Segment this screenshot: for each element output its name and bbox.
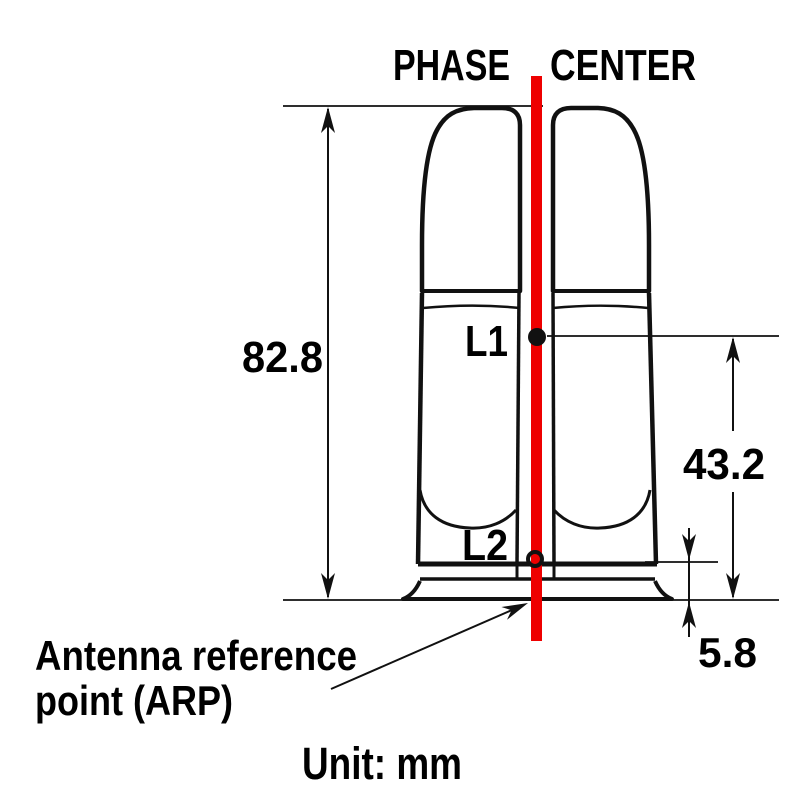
radome-right-arch: [550, 105, 652, 294]
arrow-down-icon: [682, 534, 696, 560]
dim-total-height: [321, 107, 335, 599]
unit-label: Unit: mm: [302, 738, 462, 789]
dim-l2-height: [682, 528, 696, 637]
arrow-up-icon: [726, 337, 740, 363]
arrow-up-icon: [682, 602, 696, 628]
arp-leader-line: [330, 609, 513, 690]
right-element-bottom-curve: [552, 489, 652, 530]
l2-label: L2: [462, 521, 508, 570]
antenna-outline: [401, 105, 674, 601]
arrow-down-icon: [726, 573, 740, 599]
phase-center-axis-line: [531, 76, 542, 641]
center-channel-left-edge: [515, 292, 521, 565]
l1-label: L1: [465, 317, 508, 366]
body-left-edge: [415, 292, 425, 565]
arrow-right-up-icon: [501, 603, 528, 620]
l2-phase-center-point: [526, 550, 544, 568]
phase-label: PHASE: [393, 41, 510, 90]
center-channel-right-edge: [551, 292, 556, 565]
arp-annotation-line1: Antenna reference: [35, 632, 357, 679]
l1-phase-center-point: [528, 328, 546, 346]
dim-l1-height: [726, 337, 740, 599]
arrow-down-icon: [321, 573, 335, 599]
base-channel-ticks: [515, 564, 556, 579]
center-label: CENTER: [550, 41, 696, 90]
arp-leader: [330, 603, 528, 690]
dim-l1-height-value: 43.2: [683, 440, 765, 489]
dim-l2-height-value: 5.8: [698, 629, 757, 676]
body-right-edge: [646, 292, 659, 565]
band-line-left-bottom: [422, 304, 521, 310]
dim-total-height-value: 82.8: [242, 333, 323, 382]
left-element-bottom-curve: [418, 489, 518, 530]
radome-left-arch: [419, 105, 523, 294]
arp-annotation-line2: point (ARP): [35, 677, 233, 724]
arrow-up-icon: [321, 107, 335, 133]
band-line-right-bottom: [552, 304, 649, 310]
